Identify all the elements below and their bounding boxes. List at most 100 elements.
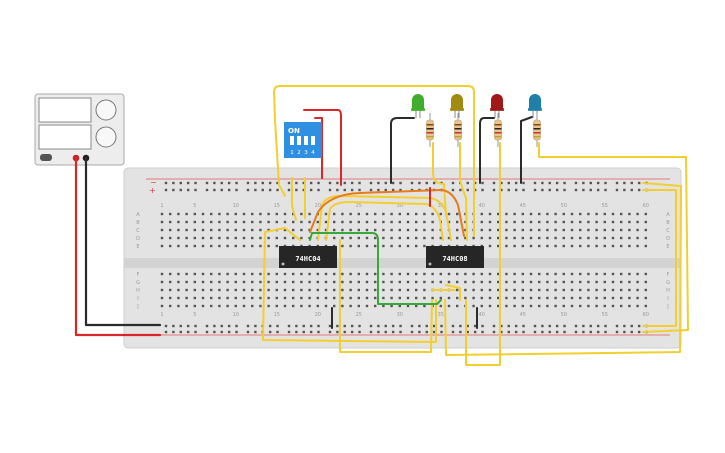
column-number-top: 55 [602,203,608,209]
led-blue[interactable] [528,94,542,118]
dc-power-supply[interactable] [34,93,125,166]
column-number-bottom: 30 [397,312,403,318]
wire-yellow-led-green[interactable] [432,142,447,217]
resistor[interactable] [454,113,462,147]
column-number-top: 25 [356,203,362,209]
column-number-bottom: 1 [160,312,163,318]
row-letter: D [666,236,670,242]
column-number-top: 5 [193,203,196,209]
row-letter: B [666,220,670,226]
wire-yellow-rail-right[interactable] [444,182,682,356]
resistor-band [426,136,434,138]
wire-yellow-gate-a[interactable] [317,195,452,241]
chip-74hc08-pin1-dot [428,262,432,266]
column-number-top: 10 [233,203,239,209]
leds[interactable] [411,94,542,147]
wire-red-dip-b[interactable] [303,109,342,186]
current-knob[interactable] [95,126,117,148]
wire-yellow-rail-short[interactable] [642,189,677,327]
resistor[interactable] [533,113,541,147]
dip-toggle-3[interactable] [304,136,308,145]
column-number-bottom: 50 [561,312,567,318]
resistor[interactable] [494,113,502,147]
resistor-band [454,132,462,134]
row-letter: B [136,220,140,226]
dip-switch[interactable]: ON 1 2 3 4 [284,122,322,158]
column-number-bottom: 35 [438,312,444,318]
resistor-band [454,124,462,126]
wire-yellow-short-a[interactable] [445,284,461,301]
column-number-bottom: 60 [643,312,649,318]
dip-on-label: ON [288,127,300,135]
column-numbers: 1155101015152020252530303535404045455050… [160,203,649,318]
row-letter: F [667,272,670,278]
wire-yellow-left-loop[interactable] [262,227,437,343]
column-number-top: 30 [397,203,403,209]
chip-74hc08-label: 74HC08 [442,255,467,263]
row-letter: F [137,272,140,278]
resistor-band [494,132,502,134]
led-rim [411,108,425,111]
resistor-band [494,124,502,126]
wire-orange[interactable] [309,189,465,237]
center-channel [124,258,681,268]
wire-yellow-top-loop[interactable] [273,85,475,237]
resistor-band [426,132,434,134]
wire-yellow-led-red[interactable] [465,142,501,366]
column-number-bottom: 45 [520,312,526,318]
wire-yellow-chip1-out[interactable] [339,239,433,353]
resistor[interactable] [426,113,434,147]
column-number-top: 20 [315,203,321,209]
wire-green[interactable] [309,232,442,305]
row-letter: C [666,228,670,234]
resistor-band [533,128,541,130]
chip-74hc04[interactable]: 74HC04 [279,246,337,268]
row-letter: J [136,304,138,310]
resistor-band [426,128,434,130]
led-body [451,94,463,110]
voltage-knob[interactable] [95,99,117,121]
column-number-bottom: 15 [274,312,280,318]
wire-black-led-blue[interactable] [520,116,533,184]
resistor-band [426,124,434,126]
resistor-band [454,128,462,130]
wire-supply-negative[interactable] [84,156,162,327]
resistor-band [533,132,541,134]
column-number-top: 45 [520,203,526,209]
dip-position-3: 3 [304,150,308,156]
led-red[interactable] [490,94,504,118]
led-rim [528,108,542,111]
power-switch[interactable] [40,154,52,161]
column-number-top: 35 [438,203,444,209]
led-green[interactable] [411,94,425,118]
wire-yellow-led-olive[interactable] [459,142,468,241]
breadboard[interactable]: − + 115510101515202025253030353540404545… [123,167,682,349]
led-olive[interactable] [450,94,464,118]
rail-plus-label: + [149,186,156,195]
chip-74hc08[interactable]: 74HC08 [426,246,484,268]
row-letter: I [137,296,138,302]
wire-supply-positive[interactable] [74,156,162,337]
wire-yellow-gate-b[interactable] [325,201,444,241]
wire-yellow-dip-1[interactable] [291,177,297,221]
column-number-bottom: 20 [315,312,321,318]
row-letter: I [667,296,668,302]
resistor-band [454,136,462,138]
dip-toggle-2[interactable] [297,136,301,145]
wire-black-led-red[interactable] [479,117,495,184]
led-body [491,94,503,110]
led-rim [450,108,464,111]
chip-74hc04-body [279,246,337,268]
wire-yellow-led-blue[interactable] [538,142,689,333]
dip-toggle-1[interactable] [290,136,294,145]
row-letter: A [136,212,140,218]
column-number-bottom: 10 [233,312,239,318]
column-number-top: 40 [479,203,485,209]
breadboard-holes [160,181,648,334]
wire-black-led-green[interactable] [390,117,415,184]
led-body [529,94,541,110]
dip-toggle-4[interactable] [311,136,315,145]
wires[interactable] [74,85,689,366]
